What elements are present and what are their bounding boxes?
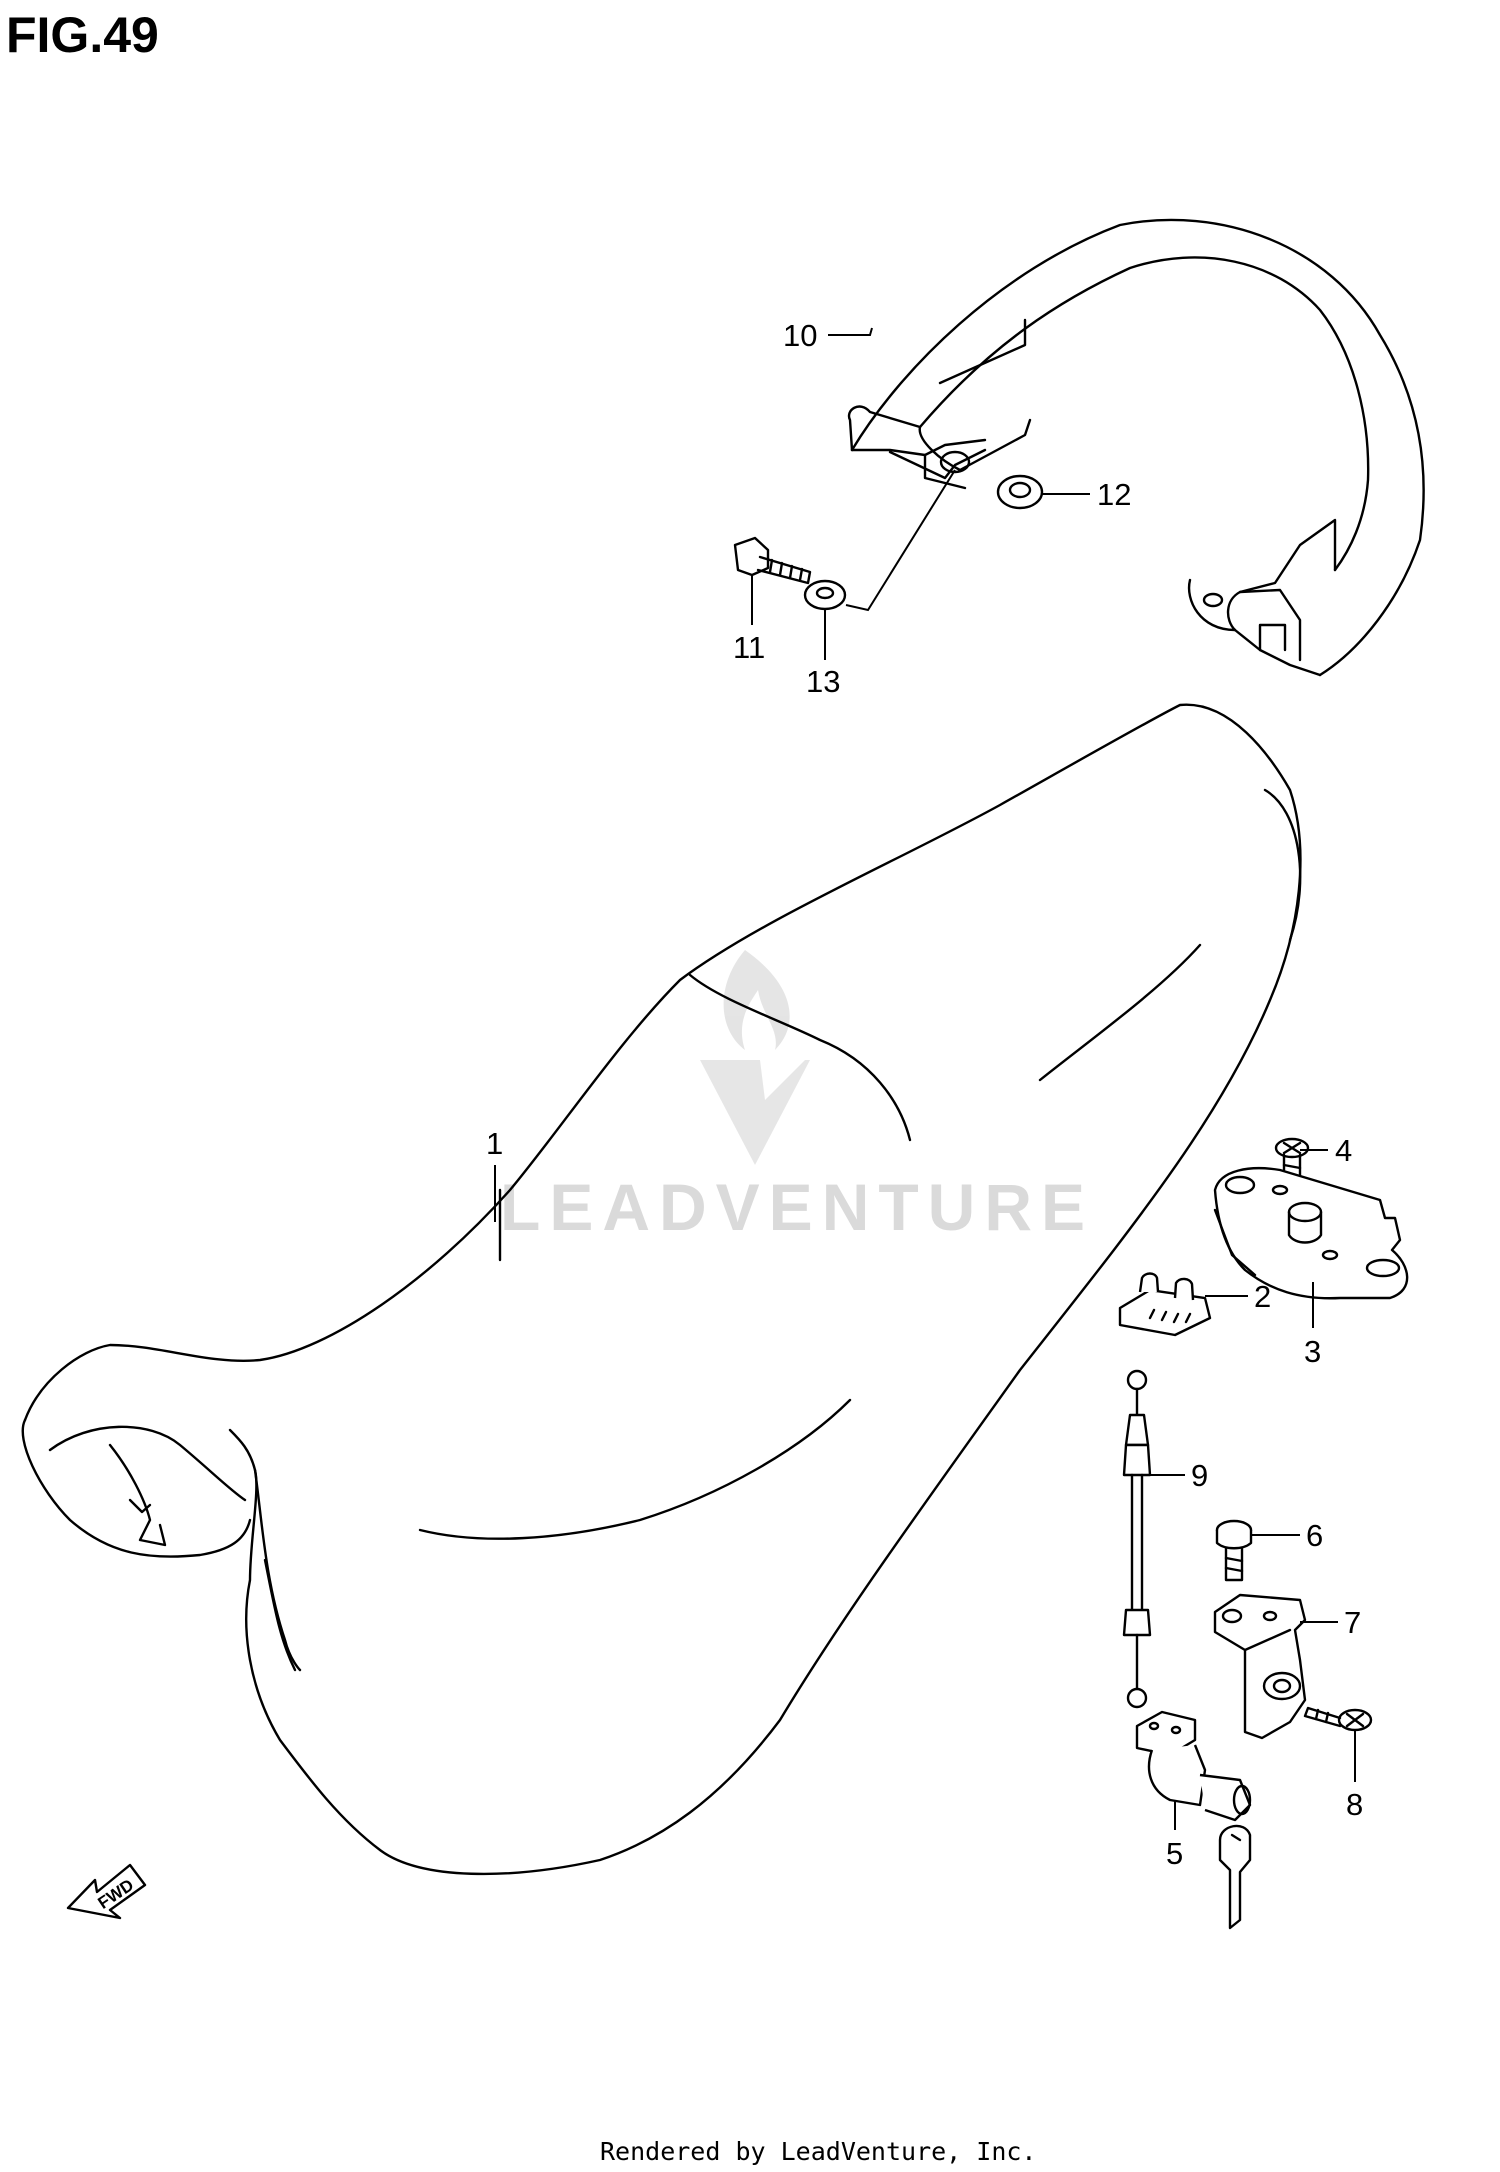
watermark: LEADVENTURE [500,950,1094,1244]
callout-4: 4 [1335,1133,1352,1168]
part-12-nut[interactable] [996,474,1044,510]
watermark-flame-icon [723,950,790,1050]
callout-2: 2 [1254,1279,1271,1314]
callout-12: 12 [1097,477,1131,512]
part-2-cushion[interactable] [1118,1272,1212,1337]
part-8-screw[interactable] [1303,1706,1373,1732]
part-13-washer[interactable] [803,579,847,611]
callout-13: 13 [806,664,840,699]
callout-3: 3 [1304,1334,1321,1369]
figure-title: FIG.49 [6,7,159,63]
part-6-bolt[interactable] [1215,1519,1253,1582]
watermark-text: LEADVENTURE [500,1170,1094,1244]
callout-1: 1 [486,1126,503,1161]
callout-5: 5 [1166,1836,1183,1871]
part-7-bracket[interactable] [1213,1593,1307,1740]
callout-9: 9 [1191,1458,1208,1493]
callout-10: 10 [783,318,817,353]
callout-6: 6 [1306,1518,1323,1553]
part-5-seat-lock[interactable] [1135,1710,1252,1930]
callout-7: 7 [1344,1605,1361,1640]
part-10-grab-handle[interactable] [847,218,1425,677]
footer-credit: Rendered by LeadVenture, Inc. [600,2137,1037,2166]
watermark-v-icon [700,1060,810,1165]
part-1-seat[interactable] [21,703,1302,1876]
callout-8: 8 [1346,1787,1363,1822]
leader-10 [828,327,873,336]
fwd-arrow-icon: FWD [66,1863,147,1920]
part-9-cable[interactable] [1122,1369,1152,1709]
assembly-line-handle [845,469,956,612]
part-3-lock-bracket[interactable] [1213,1167,1409,1300]
callout-11: 11 [733,630,765,665]
part-11-bolt[interactable] [733,536,812,585]
